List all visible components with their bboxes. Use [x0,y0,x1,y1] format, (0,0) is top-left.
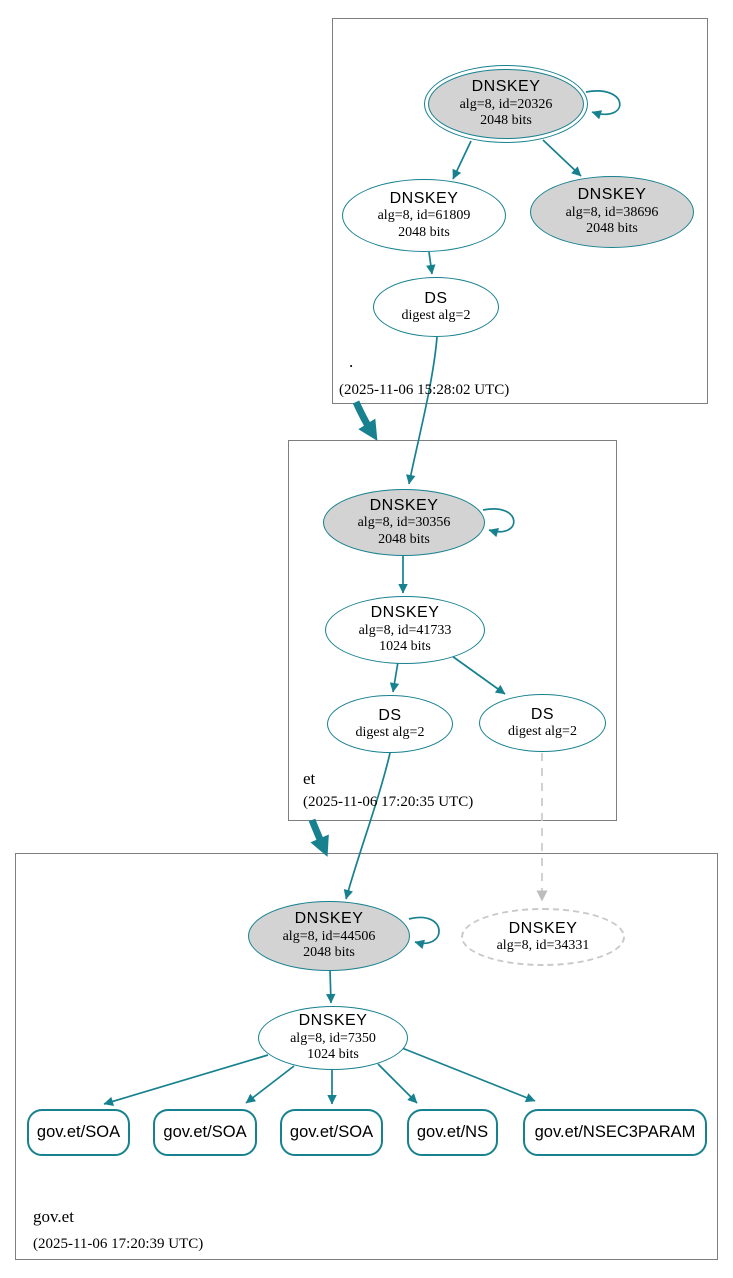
zone-box-gov-et [15,853,718,1260]
dnskey-node-gov-et-missing[interactable]: DNSKEY alg=8, id=34331 [461,908,625,966]
edge-et-ksk-self-loop [482,508,515,538]
dnskey-node-root-zsk[interactable]: DNSKEY alg=8, id=61809 2048 bits [342,179,506,252]
node-title: DS [530,705,555,723]
zone-timestamp-gov-et: (2025-11-06 17:20:39 UTC) [33,1236,204,1252]
node-detail: alg=8, id=41733 [358,622,452,638]
node-detail: alg=8, id=30356 [357,515,451,531]
edge-et-zsk-to-ds-right [451,655,506,695]
node-detail: 2048 bits [398,224,450,240]
zone-timestamp-root: (2025-11-06 15:28:02 UTC) [339,382,510,398]
node-detail: digest alg=2 [401,307,471,323]
edge-gov-et-zsk-to-soa2 [245,1065,295,1104]
node-title: DS [378,706,402,724]
node-detail: alg=8, id=7350 [290,1030,376,1046]
edge-gov-et-zsk-to-ns [377,1063,418,1104]
edge-et-zsk-to-ds-left [389,661,400,693]
edge-gov-et-zsk-to-nsec3param [401,1047,536,1103]
node-title: DNSKEY [508,919,578,937]
ds-node-root[interactable]: DS digest alg=2 [373,277,499,337]
node-detail: 2048 bits [586,221,638,237]
zone-label-root: . [349,352,354,371]
rrset-label: gov.et/SOA [289,1123,374,1141]
dnskey-node-root-38696[interactable]: DNSKEY alg=8, id=38696 2048 bits [530,176,694,248]
rrset-node-gov-et-soa-3[interactable]: gov.et/SOA [280,1109,383,1156]
node-detail: alg=8, id=61809 [377,208,471,224]
dnskey-node-gov-et-zsk[interactable]: DNSKEY alg=8, id=7350 1024 bits [258,1006,408,1070]
dnskey-node-et-zsk[interactable]: DNSKEY alg=8, id=41733 1024 bits [325,596,485,664]
dnskey-node-gov-et-ksk[interactable]: DNSKEY alg=8, id=44506 2048 bits [248,901,410,971]
node-detail: 1024 bits [307,1047,359,1063]
edge-root-ds-to-et-ksk [406,336,438,485]
node-detail: alg=8, id=44506 [282,928,376,944]
edge-gov-et-zsk-to-soa1 [103,1054,269,1106]
node-detail: 2048 bits [480,113,532,129]
dnskey-node-root-ksk[interactable]: DNSKEY alg=8, id=20326 2048 bits [424,65,588,143]
edge-root-ksk-to-key-38696 [542,139,582,177]
node-title: DNSKEY [298,1012,368,1030]
rrset-label: gov.et/NSEC3PARAM [534,1123,696,1141]
node-title: DNSKEY [471,78,541,96]
edge-et-ds-to-gov-et-ksk [343,752,391,900]
dnskey-node-root-ksk-inner: DNSKEY alg=8, id=20326 2048 bits [428,69,584,139]
node-detail: digest alg=2 [508,723,577,739]
node-title: DNSKEY [294,910,364,928]
node-detail: 1024 bits [379,639,431,655]
rrset-node-gov-et-nsec3param[interactable]: gov.et/NSEC3PARAM [523,1109,707,1156]
node-title: DNSKEY [389,189,459,207]
rrset-node-gov-et-soa-1[interactable]: gov.et/SOA [27,1109,130,1156]
node-detail: digest alg=2 [355,724,425,740]
edge-gov-et-ksk-self-loop [408,916,440,949]
edge-root-ksk-to-zsk [452,140,472,180]
edge-gov-et-ksk-to-zsk [325,969,336,1004]
rrset-label: gov.et/SOA [36,1123,121,1141]
zone-timestamp-et: (2025-11-06 17:20:35 UTC) [303,794,474,810]
edge-root-ksk-self-loop [585,90,621,120]
rrset-label: gov.et/SOA [163,1123,247,1141]
node-title: DNSKEY [577,186,647,204]
node-detail: alg=8, id=38696 [565,204,659,220]
edge-delegation-root-to-et [352,400,378,441]
rrset-node-gov-et-ns[interactable]: gov.et/NS [407,1109,498,1156]
zone-box-et [288,440,617,821]
zone-label-gov-et: gov.et [33,1207,74,1226]
node-detail: 2048 bits [378,531,430,547]
zone-label-et: et [303,769,316,788]
rrset-node-gov-et-soa-2[interactable]: gov.et/SOA [153,1109,257,1156]
node-detail: alg=8, id=34331 [496,937,590,953]
edge-root-zsk-to-ds [426,251,436,275]
node-title: DNSKEY [370,604,440,622]
dnskey-node-et-ksk[interactable]: DNSKEY alg=8, id=30356 2048 bits [323,489,485,556]
ds-node-et-right[interactable]: DS digest alg=2 [479,694,606,752]
node-title: DNSKEY [369,496,439,514]
ds-node-et-left[interactable]: DS digest alg=2 [327,695,453,753]
node-detail: 2048 bits [303,945,355,961]
edge-delegation-et-to-gov-et [308,818,329,857]
rrset-label: gov.et/NS [416,1123,489,1141]
zone-box-root [332,18,708,404]
node-detail: alg=8, id=20326 [459,96,553,112]
node-title: DS [424,289,448,307]
